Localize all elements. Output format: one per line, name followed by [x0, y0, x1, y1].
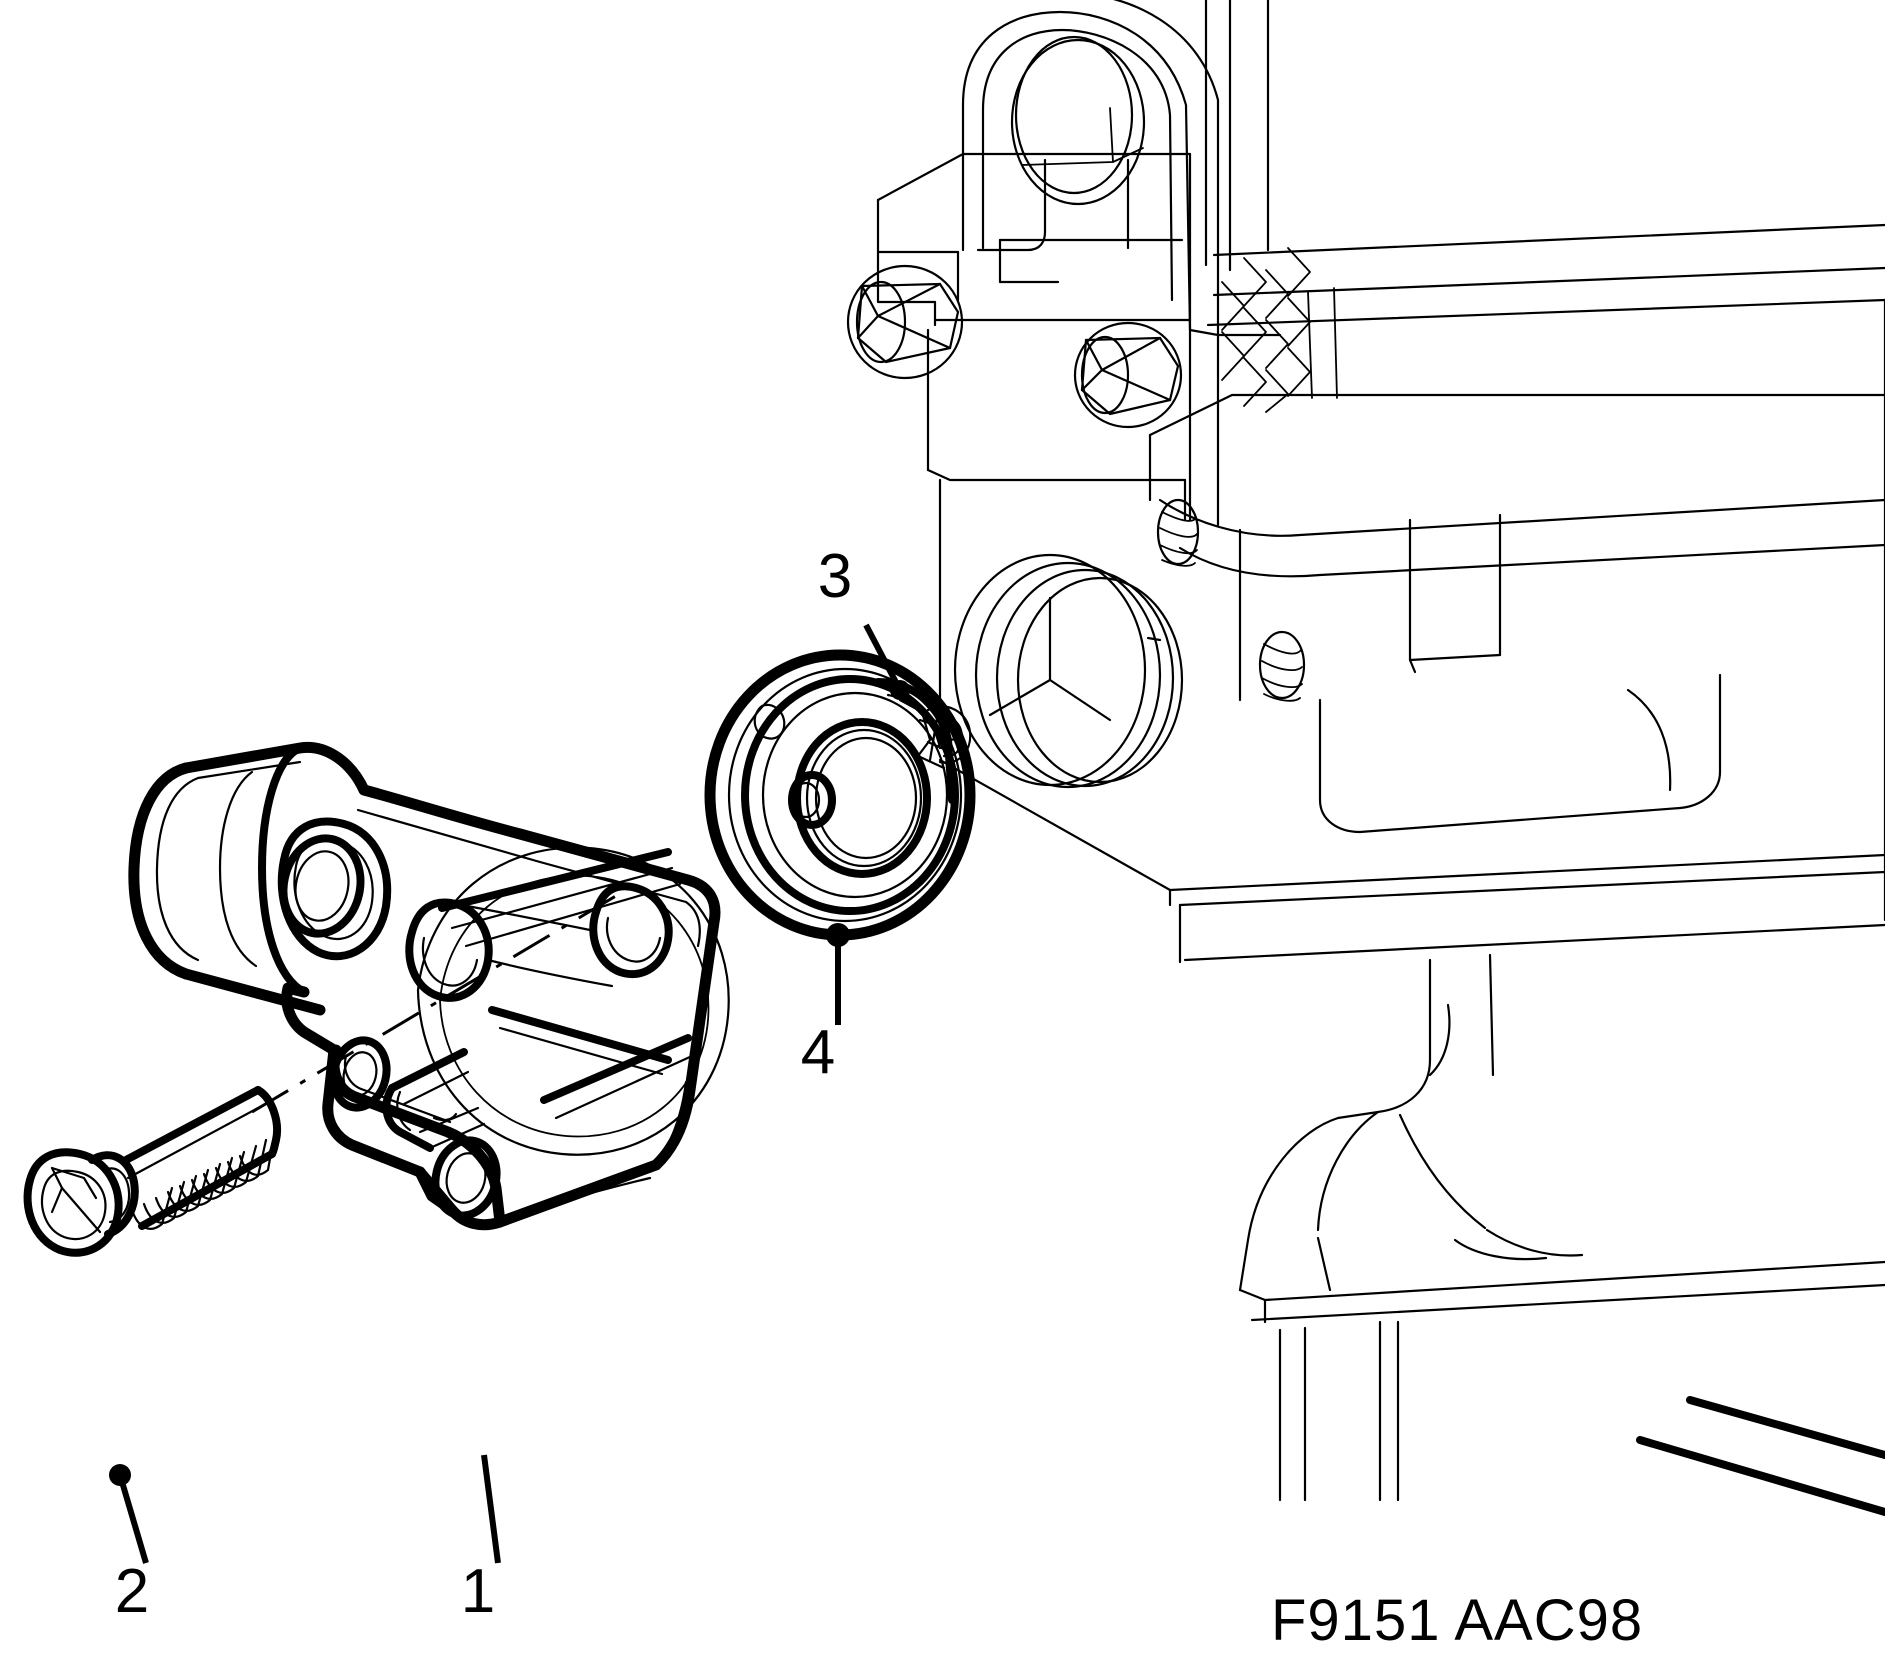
thermostat-bore	[953, 553, 1184, 789]
housing-internal-webs	[382, 1048, 486, 1152]
callout-4-label: 4	[801, 1018, 835, 1087]
block-body-outline	[926, 0, 1885, 1516]
hex-bolt-lower-right	[1073, 321, 1183, 429]
callout-2-label: 2	[115, 1557, 149, 1626]
locating-pin-lower	[589, 882, 673, 978]
lifting-eye-bracket	[961, 0, 1220, 527]
callout-3-label: 3	[818, 542, 852, 611]
bracket-mounting-plate	[876, 152, 1192, 337]
callout-3-leader	[863, 623, 903, 692]
callout-2: 2	[109, 1464, 149, 1626]
retaining-bolt	[23, 1086, 281, 1257]
housing-flange-body	[281, 784, 730, 1231]
callout-2-leader	[117, 1474, 149, 1564]
mounting-ear-lower	[328, 1036, 506, 1228]
hex-bolt-upper-left	[846, 264, 964, 380]
bolt-boss-upper	[277, 817, 392, 961]
thermostat-group	[704, 649, 976, 941]
callout-4: 4	[801, 923, 850, 1087]
thermostat-housing-cover	[128, 741, 730, 1231]
block-recess-pocket	[1318, 673, 1722, 834]
callout-1: 1	[461, 1454, 501, 1626]
locating-pin-upper	[405, 898, 614, 1002]
figure-caption: F9151 AAC98	[1271, 1588, 1643, 1653]
hose-outlet-neck	[128, 741, 370, 1016]
callout-1-label: 1	[461, 1557, 495, 1626]
bolt-threads	[130, 1134, 276, 1230]
threaded-hole-lower	[1258, 630, 1306, 702]
cast-texture-hatching	[1221, 247, 1338, 413]
callout-3: 3	[818, 542, 910, 700]
callout-1-leader	[481, 1454, 501, 1564]
threaded-hole-upper	[1156, 498, 1200, 567]
engine-block-group	[846, 0, 1885, 1516]
